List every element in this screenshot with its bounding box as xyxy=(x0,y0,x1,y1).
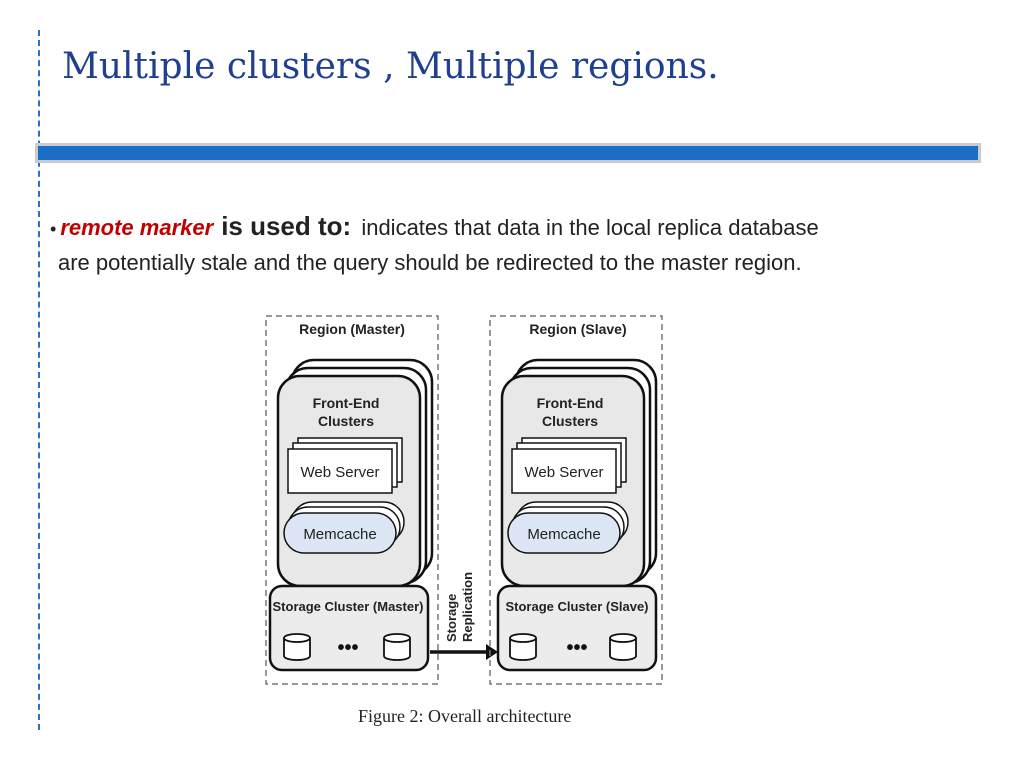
lead-phrase: is used to: xyxy=(221,211,352,241)
definition-line-1: indicates that data in the local replica… xyxy=(361,215,819,240)
slave-frontend-label-1: Front-End xyxy=(537,395,604,411)
slave-webserver-label: Web Server xyxy=(525,464,604,481)
master-region-label: Region (Master) xyxy=(299,321,405,337)
replication-arrow-head xyxy=(486,644,498,660)
slide-title: Multiple clusters , Multiple regions. xyxy=(62,46,719,87)
slave-webserver-box xyxy=(511,448,617,494)
master-memcache-box xyxy=(283,512,397,554)
master-webserver-box xyxy=(287,448,393,494)
master-region: Region (Master) Front-End Clusters Web S… xyxy=(265,315,439,685)
architecture-diagram: Region (Master) Front-End Clusters Web S… xyxy=(265,315,663,685)
slave-frontend-label-2: Clusters xyxy=(542,413,598,429)
slave-db-icon-right xyxy=(609,633,637,661)
title-divider-bar xyxy=(38,146,978,160)
left-dashed-rule xyxy=(38,30,40,730)
slave-db-icon-left xyxy=(509,633,537,661)
slave-memcache-box xyxy=(507,512,621,554)
slave-storage-label: Storage Cluster (Slave) xyxy=(505,599,648,614)
slave-region-label: Region (Slave) xyxy=(529,321,626,337)
slave-memcache-label: Memcache xyxy=(527,526,600,543)
slave-db-ellipsis: ••• xyxy=(566,637,587,659)
slave-region-border xyxy=(489,315,663,685)
definition-line-2: are potentially stale and the query shou… xyxy=(58,250,802,275)
term-remote-marker: remote marker xyxy=(60,215,214,240)
storage-replication-arrow: Storage Replication xyxy=(430,572,498,660)
master-storage-label: Storage Cluster (Master) xyxy=(273,599,424,614)
figure-caption: Figure 2: Overall architecture xyxy=(358,706,572,726)
master-db-ellipsis: ••• xyxy=(337,637,358,659)
master-webserver-label: Web Server xyxy=(301,464,380,481)
master-frontend-label-2: Clusters xyxy=(318,413,374,429)
replication-label-2: Replication xyxy=(460,572,475,642)
master-frontend-label-1: Front-End xyxy=(313,395,380,411)
master-db-icon-left xyxy=(283,633,311,661)
bullet-marker: • xyxy=(50,219,57,239)
slave-region: Region (Slave) Front-End Clusters Web Se… xyxy=(489,315,663,685)
master-region-border xyxy=(265,315,439,685)
master-memcache-label: Memcache xyxy=(303,526,376,543)
replication-label-1: Storage xyxy=(444,594,459,642)
bullet-paragraph: •remote marker is used to: indicates that… xyxy=(50,206,980,283)
master-db-icon-right xyxy=(383,633,411,661)
